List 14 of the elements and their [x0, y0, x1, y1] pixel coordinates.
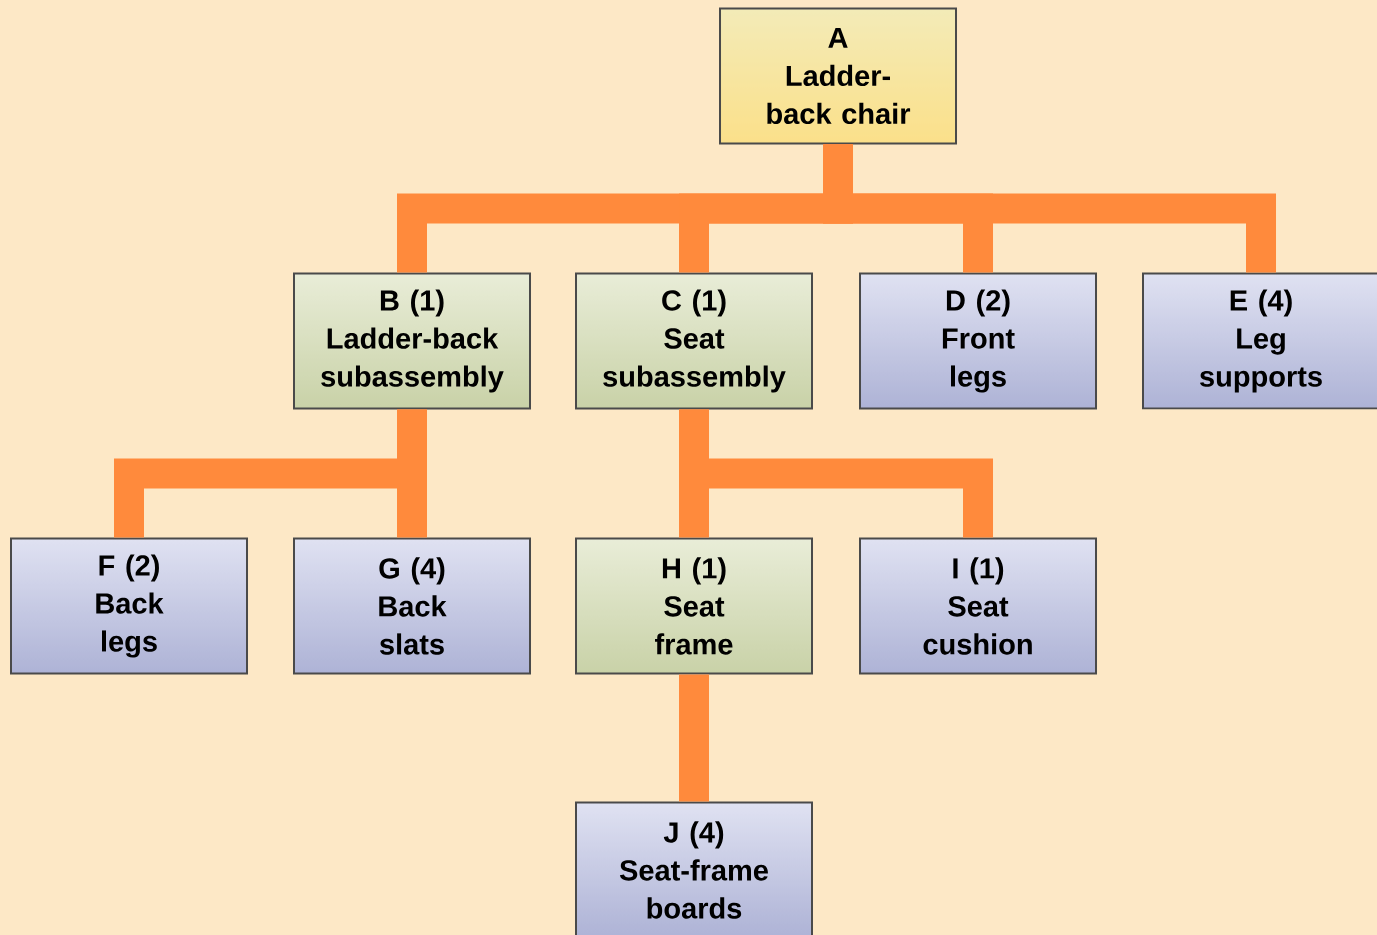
assembly-box: J (4) Seat-frame boards	[575, 801, 813, 935]
assembly-box: I (1) Seat cushion	[859, 537, 1097, 675]
connector-bar	[679, 409, 993, 538]
assembly-box: G (4) Back slats	[293, 537, 531, 675]
assembly-box: F (2) Back legs	[10, 537, 248, 675]
assembly-box: H (1) Seat frame	[575, 537, 813, 675]
assembly-box: B (1) Ladder-back subassembly	[293, 272, 531, 410]
connector-bar	[823, 144, 1276, 273]
assembly-box: A Ladder-back chair	[719, 7, 957, 145]
assembly-box: C (1) Seat subassembly	[575, 272, 813, 410]
assembly-box: D (2) Front legs	[859, 272, 1097, 410]
connector-bar	[397, 409, 427, 538]
connector-bar	[679, 674, 709, 802]
assembly-box: E (4) Leg supports	[1142, 272, 1377, 410]
